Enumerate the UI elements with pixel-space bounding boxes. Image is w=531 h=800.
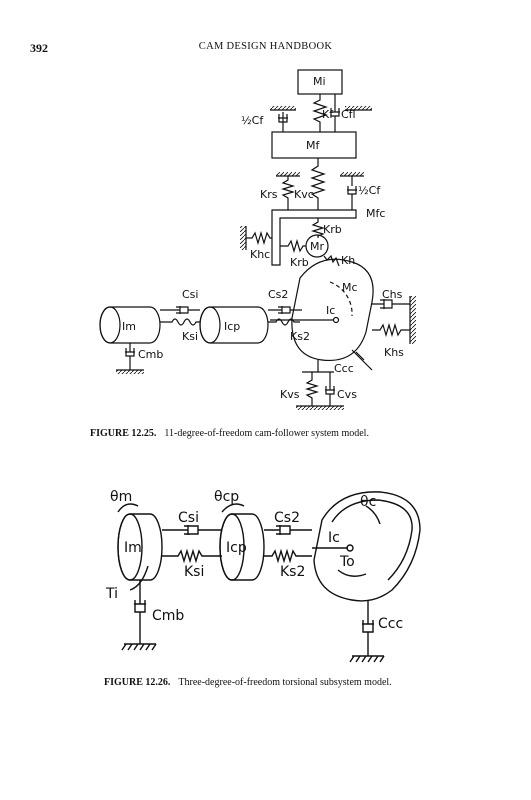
follower-frame: [271, 209, 357, 266]
spring-ksi-2: [162, 548, 222, 564]
label-cmb-1: Cmb: [138, 348, 163, 361]
label-theta-m: θm: [110, 489, 132, 505]
label-ks2-1: Ks2: [290, 330, 310, 343]
damper-cfl: [330, 94, 340, 132]
label-kvs: Kvs: [280, 388, 300, 401]
label-kf: Kf: [322, 108, 334, 121]
label-ti: Ti: [105, 586, 118, 602]
label-theta-cp: θcp: [214, 489, 239, 505]
damper-chs: [372, 299, 410, 309]
label-ic-1: Ic: [326, 304, 335, 317]
label-khs: Khs: [384, 346, 404, 359]
label-theta-c: θc: [360, 494, 376, 510]
label-half-cf-top: ½Cf: [241, 114, 264, 127]
damper-half-cf-top: [278, 112, 288, 132]
label-cfl: Cfl: [341, 108, 356, 121]
spring-kvs: [304, 372, 320, 406]
label-krs: Krs: [260, 188, 278, 201]
label-icp-1: Icp: [224, 320, 240, 333]
label-krb-top: Krb: [323, 223, 342, 236]
damper-cmb: [125, 343, 135, 370]
theta-m-arrow: [117, 503, 139, 513]
figure-12-25-caption: FIGURE 12.25. 11-degree-of-freedom cam-fo…: [90, 428, 369, 439]
spring-khc: [246, 230, 272, 246]
damper-half-cf-right: [347, 176, 357, 210]
cam-ic: [313, 491, 421, 602]
cam-ic-inner-edge: [331, 499, 413, 581]
figure-12-25-caption-text: 11-degree-of-freedom cam-follower system…: [164, 428, 369, 439]
spring-ksi: [160, 318, 200, 326]
cam-mc: [291, 258, 374, 362]
running-title: CAM DESIGN HANDBOOK: [198, 41, 333, 52]
spring-krs: [280, 176, 296, 210]
label-kh: Kh: [341, 254, 355, 267]
label-ccc-2: Ccc: [378, 616, 403, 632]
damper-csi-2: [162, 525, 222, 535]
figure-12-26-caption: FIGURE 12.26. Three-degree-of-freedom tor…: [104, 677, 392, 688]
spring-ks2-2: [264, 548, 312, 564]
label-cvs: Cvs: [337, 388, 357, 401]
label-to: To: [339, 554, 355, 570]
damper-csi: [160, 306, 200, 314]
label-ksi-2: Ksi: [184, 564, 204, 580]
spring-ks2: [268, 318, 300, 326]
damper-cs2: [268, 306, 302, 314]
label-ks2-2: Ks2: [280, 564, 305, 580]
theta-c-arrow: [365, 505, 381, 525]
label-cs2-1: Cs2: [268, 288, 288, 301]
label-icp-2: Icp: [226, 540, 247, 556]
mass-mf-block: [271, 131, 357, 159]
theta-cp-arrow: [221, 503, 245, 513]
label-mi: Mi: [313, 75, 326, 88]
spring-kf: [312, 94, 328, 132]
label-cmb-2: Cmb: [152, 608, 184, 624]
label-mr: Mr: [310, 240, 324, 253]
spring-krb-bottom: [280, 238, 306, 254]
label-cs2-2: Cs2: [274, 510, 300, 526]
figure-12-26-caption-text: Three-degree-of-freedom torsional subsys…: [178, 677, 392, 688]
damper-cvs: [325, 372, 335, 406]
to-arrow: [337, 569, 367, 577]
label-mfc: Mfc: [366, 207, 385, 220]
label-csi-1: Csi: [182, 288, 198, 301]
page-number: 392: [30, 41, 48, 55]
label-csi-2: Csi: [178, 510, 199, 526]
label-ic-2: Ic: [328, 530, 340, 546]
label-kvc: Kvc: [294, 188, 314, 201]
label-khc: Khc: [250, 248, 270, 261]
label-chs: Chs: [382, 288, 403, 301]
label-mf: Mf: [306, 139, 320, 152]
damper-cs2-2: [264, 525, 312, 535]
cam-rotation-arc: [329, 281, 353, 317]
spring-kh: [323, 254, 340, 267]
spring-kvc: [310, 158, 326, 210]
damper-ccc: [351, 349, 373, 371]
cam-follower-model-diagram: Mi Kf Cfl ½Cf Mf Krs Kvc ½Cf Mfc Krb Khc…: [99, 69, 416, 410]
label-ccc-1: Ccc: [334, 362, 354, 375]
label-krb-bottom: Krb: [290, 256, 309, 269]
label-mc: Mc: [342, 281, 358, 294]
figure-12-25-number: FIGURE 12.25.: [90, 428, 157, 439]
damper-ccc-2: [362, 600, 374, 656]
label-im-1: Im: [122, 320, 136, 333]
label-ksi-1: Ksi: [182, 330, 198, 343]
figure-12-26-number: FIGURE 12.26.: [104, 677, 171, 688]
label-half-cf-right: ½Cf: [358, 184, 381, 197]
damper-cmb-2: [134, 580, 146, 644]
spring-khs: [372, 322, 410, 338]
torsional-subsystem-diagram: θm θcp θc Csi Cs2 Im Icp Ic To Ksi Ks2 T…: [105, 489, 421, 663]
label-im-2: Im: [124, 540, 142, 556]
